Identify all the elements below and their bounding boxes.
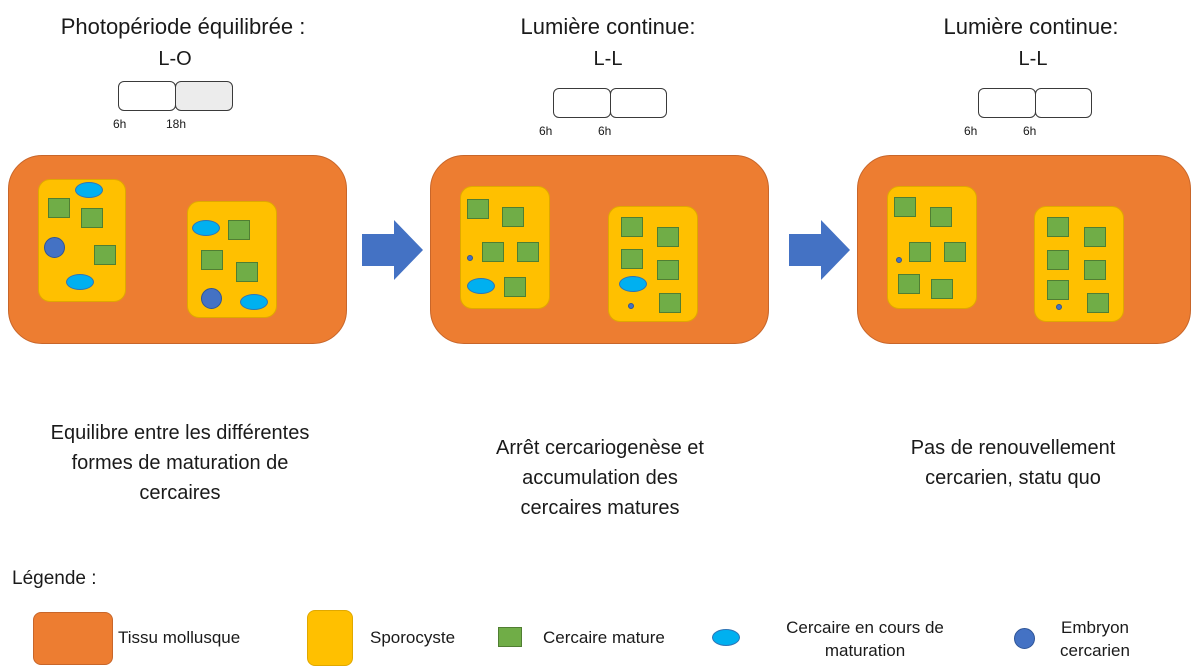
maturing-cercaria bbox=[192, 220, 220, 236]
cercarial-embryo bbox=[44, 237, 65, 258]
legend-line: Cercaire en cours de bbox=[786, 618, 944, 637]
panel-3-tick-end: 6h bbox=[1023, 124, 1037, 138]
mature-cercaria bbox=[94, 245, 116, 265]
legend-mature-cercaria-swatch bbox=[498, 627, 522, 647]
mature-cercaria bbox=[621, 217, 643, 237]
panel-3-sporocyst-2 bbox=[1034, 206, 1124, 322]
panel-3-sporocyst-1 bbox=[887, 186, 977, 309]
panel-1-title: Photopériode équilibrée : bbox=[60, 14, 306, 39]
panel-2-light-period-a bbox=[553, 88, 611, 118]
mature-cercaria bbox=[1047, 217, 1069, 237]
mature-cercaria bbox=[930, 207, 952, 227]
description-line: cercaires bbox=[139, 482, 221, 504]
legend-line: maturation bbox=[824, 641, 906, 660]
mature-cercaria bbox=[659, 293, 681, 313]
maturing-cercaria bbox=[66, 274, 94, 290]
panel-2-mollusc-tissue bbox=[430, 155, 769, 344]
panel-1-dark-period bbox=[175, 81, 233, 111]
legend-sporocyst-label: Sporocyste bbox=[370, 628, 456, 647]
mature-cercaria bbox=[931, 279, 953, 299]
arrow-right-icon bbox=[789, 220, 850, 280]
panel-2-light-period-b bbox=[610, 88, 667, 118]
panel-3-title: Lumière continue: bbox=[943, 14, 1119, 39]
legend-embryo-swatch bbox=[1014, 628, 1035, 649]
cercarial-embryo bbox=[896, 257, 902, 263]
legend-sporocyst-swatch bbox=[307, 610, 353, 666]
panel-2-sporocyst-1 bbox=[460, 186, 550, 309]
mature-cercaria bbox=[898, 274, 920, 294]
panel-2-tick-end: 6h bbox=[598, 124, 612, 138]
mature-cercaria bbox=[1084, 260, 1106, 280]
cercarial-embryo bbox=[1056, 304, 1062, 310]
mature-cercaria bbox=[621, 249, 643, 269]
cercarial-embryo bbox=[201, 288, 222, 309]
panel-3-light-period-b bbox=[1035, 88, 1092, 118]
mature-cercaria bbox=[1087, 293, 1109, 313]
mature-cercaria bbox=[944, 242, 966, 262]
maturing-cercaria bbox=[240, 294, 268, 310]
panel-3-light-period-a bbox=[978, 88, 1036, 118]
mature-cercaria bbox=[894, 197, 916, 217]
description-line: cercaires matures bbox=[520, 497, 680, 519]
arrow-right-icon bbox=[362, 220, 423, 280]
legend-line: Embryon bbox=[1060, 618, 1130, 637]
panel-2-description: Arrêt cercariogenèse et accumulation des… bbox=[420, 433, 780, 523]
panel-1-tick-end: 18h bbox=[166, 117, 187, 131]
panel-1-mollusc-tissue bbox=[8, 155, 347, 344]
legend-tissue-label: Tissu mollusque bbox=[118, 628, 241, 647]
panel-2-sporocyst-2 bbox=[608, 206, 698, 322]
maturing-cercaria bbox=[75, 182, 103, 198]
panel-1-tick-start: 6h bbox=[113, 117, 127, 131]
legend-mature-cercaria-label: Cercaire mature bbox=[543, 628, 665, 647]
legend-tissue-swatch bbox=[33, 612, 113, 665]
mature-cercaria bbox=[502, 207, 524, 227]
description-line: formes de maturation de bbox=[71, 452, 289, 474]
mature-cercaria bbox=[1084, 227, 1106, 247]
mature-cercaria bbox=[467, 199, 489, 219]
mature-cercaria bbox=[1047, 250, 1069, 270]
panel-1-sporocyst-2 bbox=[187, 201, 277, 318]
legend-title: Légende : bbox=[12, 568, 97, 589]
mature-cercaria bbox=[81, 208, 103, 228]
description-line: accumulation des bbox=[522, 467, 678, 489]
panel-1-cycle: L-O bbox=[158, 48, 192, 70]
panel-3-cycle: L-L bbox=[1018, 48, 1048, 70]
mature-cercaria bbox=[1047, 280, 1069, 300]
cercarial-embryo bbox=[628, 303, 634, 309]
panel-3-description: Pas de renouvellement cercarien, statu q… bbox=[843, 433, 1183, 493]
mature-cercaria bbox=[909, 242, 931, 262]
mature-cercaria bbox=[228, 220, 250, 240]
description-line: Equilibre entre les différentes bbox=[50, 422, 310, 444]
panel-1-description: Equilibre entre les différentes formes d… bbox=[0, 418, 360, 508]
legend-maturing-cercaria-swatch bbox=[712, 629, 740, 646]
cercarial-embryo bbox=[467, 255, 473, 261]
panel-2-tick-start: 6h bbox=[539, 124, 553, 138]
panel-2-cycle: L-L bbox=[593, 48, 623, 70]
maturing-cercaria bbox=[619, 276, 647, 292]
legend-maturing-cercaria-label: Cercaire en cours de maturation bbox=[760, 616, 970, 662]
mature-cercaria bbox=[236, 262, 258, 282]
description-line: Arrêt cercariogenèse et bbox=[496, 437, 704, 459]
mature-cercaria bbox=[657, 260, 679, 280]
description-line: Pas de renouvellement bbox=[910, 437, 1116, 459]
panel-1-sporocyst-1 bbox=[38, 179, 126, 302]
panel-3-tick-start: 6h bbox=[964, 124, 978, 138]
panel-2-title: Lumière continue: bbox=[520, 14, 696, 39]
legend-embryo-label: Embryon cercarien bbox=[1040, 616, 1150, 662]
panel-1-light-period bbox=[118, 81, 176, 111]
mature-cercaria bbox=[657, 227, 679, 247]
maturing-cercaria bbox=[467, 278, 495, 294]
mature-cercaria bbox=[482, 242, 504, 262]
legend-line: cercarien bbox=[1060, 641, 1130, 660]
description-line: cercarien, statu quo bbox=[925, 467, 1101, 489]
mature-cercaria bbox=[504, 277, 526, 297]
mature-cercaria bbox=[517, 242, 539, 262]
mature-cercaria bbox=[201, 250, 223, 270]
mature-cercaria bbox=[48, 198, 70, 218]
panel-3-mollusc-tissue bbox=[857, 155, 1191, 344]
